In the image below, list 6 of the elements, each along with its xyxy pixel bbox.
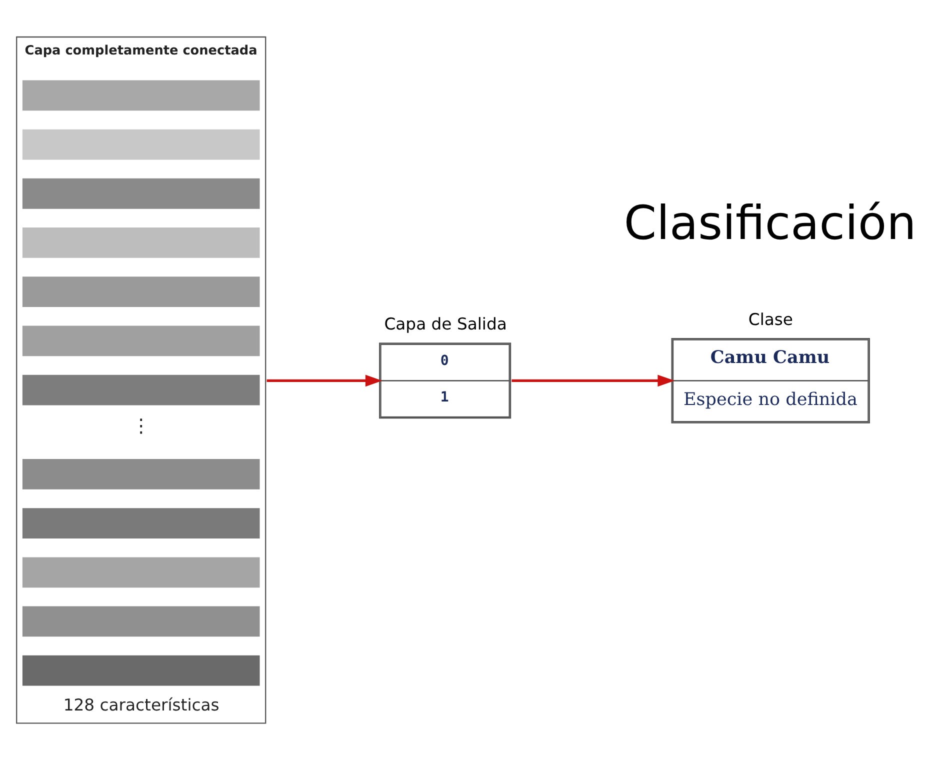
node-label: Clase [748,310,792,329]
node-label: Capa de Salida [384,314,506,334]
label: Clasificación [623,197,916,252]
node-box: Capa completamente conectada ⋮ 128 características [16,36,266,724]
arrow [511,374,674,387]
arrow [266,374,382,387]
